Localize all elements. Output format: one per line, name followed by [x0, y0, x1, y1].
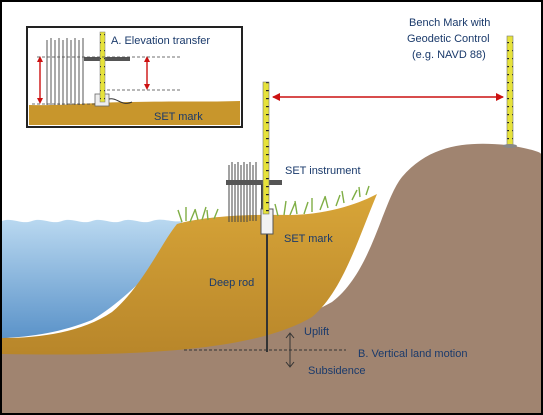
benchmark-rod	[506, 35, 514, 147]
label-benchmark-3: (e.g. NAVD 88)	[412, 49, 486, 61]
label-deep-rod: Deep rod	[209, 277, 254, 289]
label-subsidence: Subsidence	[308, 365, 366, 377]
set-arm	[226, 180, 282, 185]
set-leveling-rod	[262, 81, 270, 215]
label-set-instrument: SET instrument	[285, 165, 361, 177]
set-pins	[228, 162, 257, 222]
water	[2, 219, 182, 338]
label-inset-set-mark: SET mark	[154, 111, 203, 123]
label-set-mark: SET mark	[284, 233, 333, 245]
elevation-link-arrow	[272, 93, 504, 101]
label-elevation-transfer: A. Elevation transfer	[111, 35, 210, 47]
sediment-layer	[2, 194, 377, 355]
label-benchmark-1: Bench Mark with	[409, 17, 490, 29]
label-uplift: Uplift	[304, 326, 329, 338]
label-benchmark-2: Geodetic Control	[407, 33, 490, 45]
label-vertical-land-motion: B. Vertical land motion	[358, 348, 467, 360]
marsh-grass	[177, 185, 370, 223]
vertical-motion-arrow	[285, 332, 295, 368]
inset-elevation-transfer	[26, 26, 243, 128]
